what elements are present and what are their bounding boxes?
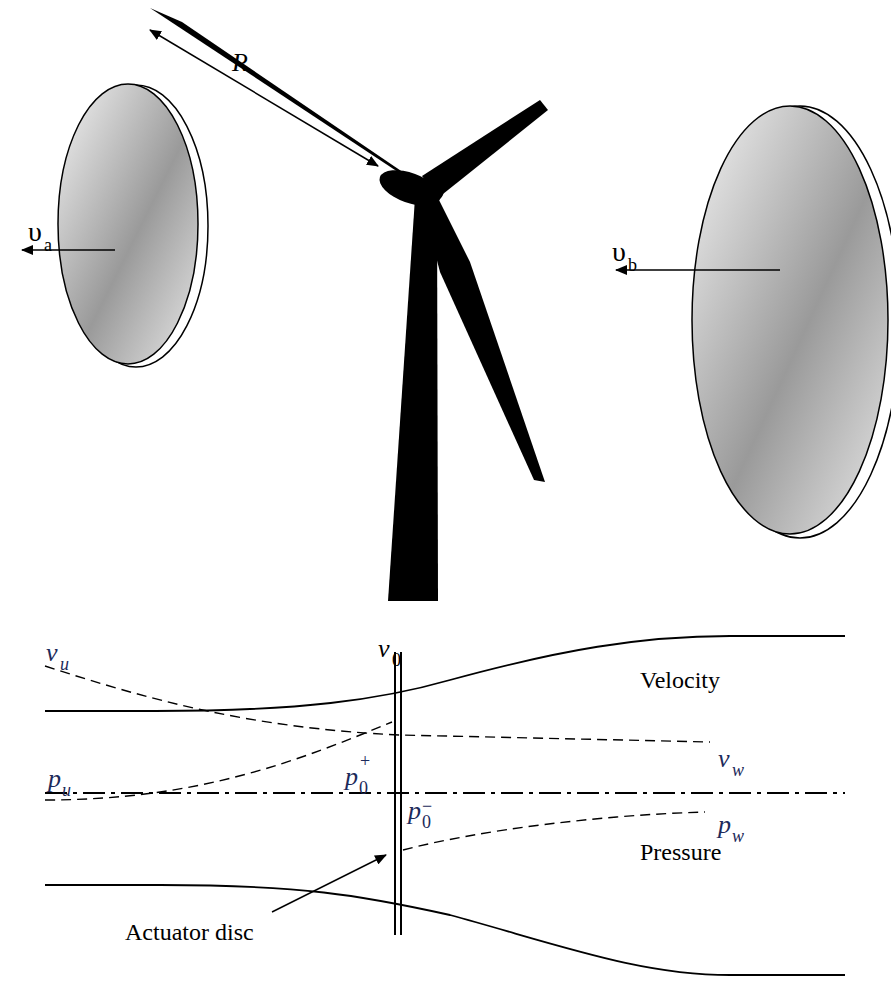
callout-label: Actuator disc [125, 920, 254, 944]
subscript: 0 [422, 813, 431, 831]
pressure-symbol: p [408, 798, 421, 824]
subscript: a [44, 236, 52, 254]
subscript: w [732, 761, 744, 779]
subscript: b [628, 256, 637, 274]
downstream-disc [692, 106, 891, 538]
velocity-symbol: v [378, 636, 390, 662]
subscript: u [62, 781, 71, 799]
subscript: 0 [359, 779, 368, 797]
velocity-symbol: υ [612, 238, 626, 266]
subscript: 0 [392, 651, 401, 669]
superscript: − [422, 797, 432, 815]
pressure-symbol: p [48, 766, 61, 792]
pressure-symbol: p [718, 812, 731, 838]
leader-arrow [272, 855, 386, 912]
subscript: w [732, 827, 744, 845]
velocity-arrow [616, 269, 780, 271]
axis-label: Velocity [640, 668, 720, 692]
pressure-symbol: p [345, 764, 358, 790]
velocity-symbol: υ [28, 218, 42, 246]
stream-tube [45, 636, 845, 975]
velocity-arrow [22, 249, 115, 251]
superscript: + [360, 752, 370, 770]
subscript: u [60, 655, 69, 673]
velocity-symbol: v [46, 640, 58, 666]
upstream-disc [58, 84, 208, 367]
wind-turbine [150, 8, 548, 601]
profile-curves [45, 666, 710, 850]
velocity-symbol: v [718, 746, 730, 772]
radius-arrow [150, 30, 378, 166]
radius-label: R [232, 50, 248, 76]
axis-label: Pressure [640, 840, 721, 864]
